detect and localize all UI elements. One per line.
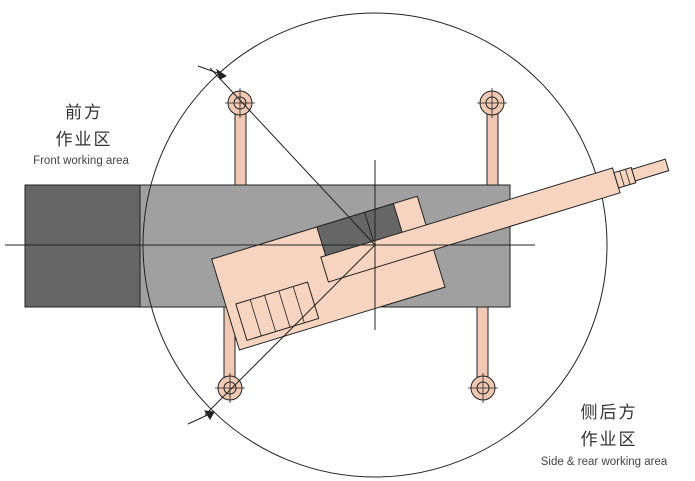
front-area-label-zh-line2: 作业区 [55,130,113,150]
pad-crosshairs [215,88,507,403]
crane-boom [320,158,670,283]
counterweight [235,281,320,341]
front-area-label-zh-line1: 前方 [65,103,103,123]
dimension-markers [187,65,227,425]
rear-area-label-zh-line1: 侧后方 [580,403,638,423]
rear-area-label-en: Side & rear working area [540,456,668,468]
truck-cab [24,184,141,308]
rear-area-label-zh-line2: 作业区 [580,430,638,450]
area-boundary-lines [204,67,376,416]
front-area-label-en: Front working area [33,155,129,167]
